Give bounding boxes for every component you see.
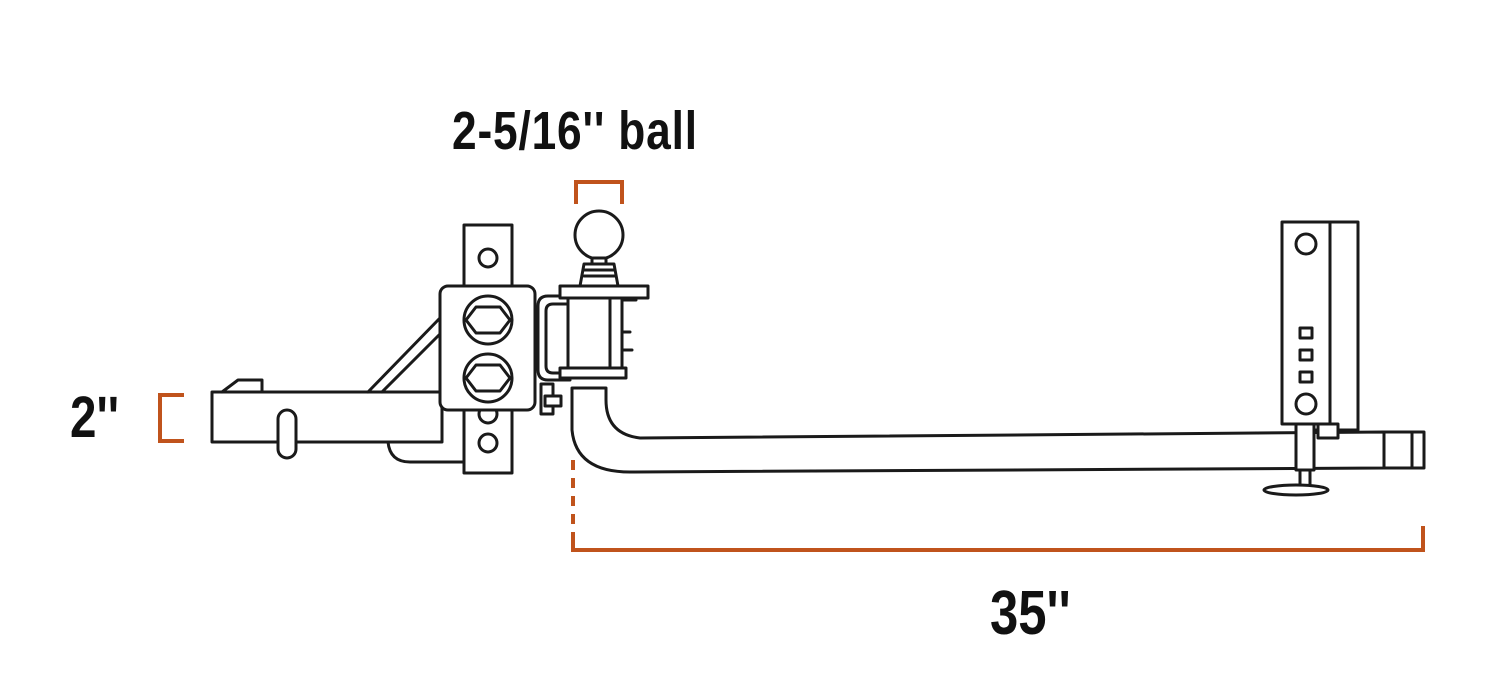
shank-size-label: 2'' [70, 385, 120, 450]
u-bracket [536, 294, 572, 382]
ball-size-label: 2-5/16'' ball [452, 101, 698, 161]
frame-bracket [1262, 220, 1360, 497]
chain-loop [386, 440, 466, 464]
spring-bar [570, 386, 1426, 474]
side-bolt [539, 382, 563, 416]
shank-brace [366, 316, 442, 394]
ball-dimension-marker [574, 180, 624, 204]
length-dimension-marker [571, 460, 1425, 552]
hitch-head [438, 284, 537, 412]
receiver-shank [210, 378, 444, 460]
hitch-ball [573, 209, 625, 288]
shank-dimension-marker [158, 393, 184, 443]
ball-mount [558, 284, 650, 380]
bar-length-label: 35'' [990, 579, 1071, 648]
